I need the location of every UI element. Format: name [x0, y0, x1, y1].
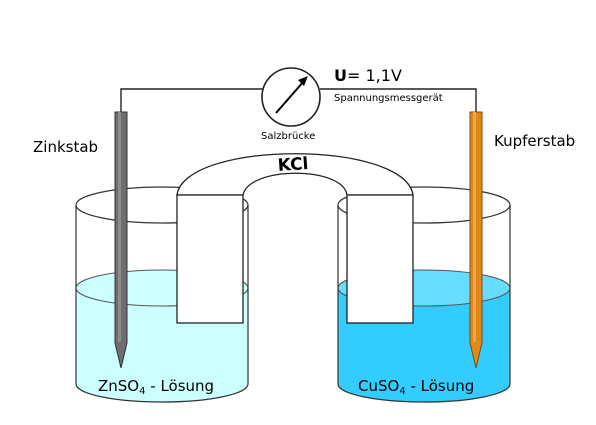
right-solution-label: CuSO4 - Lösung: [358, 379, 474, 397]
wire-left: [120, 88, 263, 112]
salt-bridge-compound: KCl: [277, 154, 309, 176]
salt-bridge: KCl: [176, 153, 414, 324]
left-solution-label: ZnSO4 - Lösung: [98, 379, 214, 397]
wire-right: [320, 88, 477, 112]
left-solution-formula: ZnSO: [98, 377, 140, 395]
right-solution-subscript: 4: [399, 386, 406, 397]
salt-bridge-tube: [176, 153, 414, 196]
voltmeter-label: Spannungsmessgerät: [334, 93, 443, 104]
voltmeter-needle: [275, 80, 305, 114]
left-solution-subscript: 4: [139, 386, 146, 397]
voltage-value: = 1,1V: [347, 66, 402, 85]
right-solution-formula: CuSO: [358, 377, 400, 395]
voltage-readout: U= 1,1V: [334, 68, 402, 84]
voltage-symbol: U: [334, 66, 347, 85]
voltmeter-arrow-head: [298, 76, 308, 86]
zinc-rod-label: Zinkstab: [33, 138, 99, 156]
left-beaker-wall: [75, 205, 249, 403]
right-solution-suffix: - Lösung: [405, 377, 475, 395]
copper-rod-label: Kupferstab: [494, 132, 576, 150]
salt-bridge-left-leg: [176, 194, 244, 324]
right-beaker-wall: [337, 205, 511, 403]
salt-bridge-label: Salzbrücke: [261, 131, 316, 142]
voltmeter: [261, 67, 321, 127]
salt-bridge-right-leg: [346, 194, 414, 324]
copper-rod: [469, 111, 483, 369]
zinc-rod: [114, 111, 128, 369]
left-solution-suffix: - Lösung: [145, 377, 215, 395]
